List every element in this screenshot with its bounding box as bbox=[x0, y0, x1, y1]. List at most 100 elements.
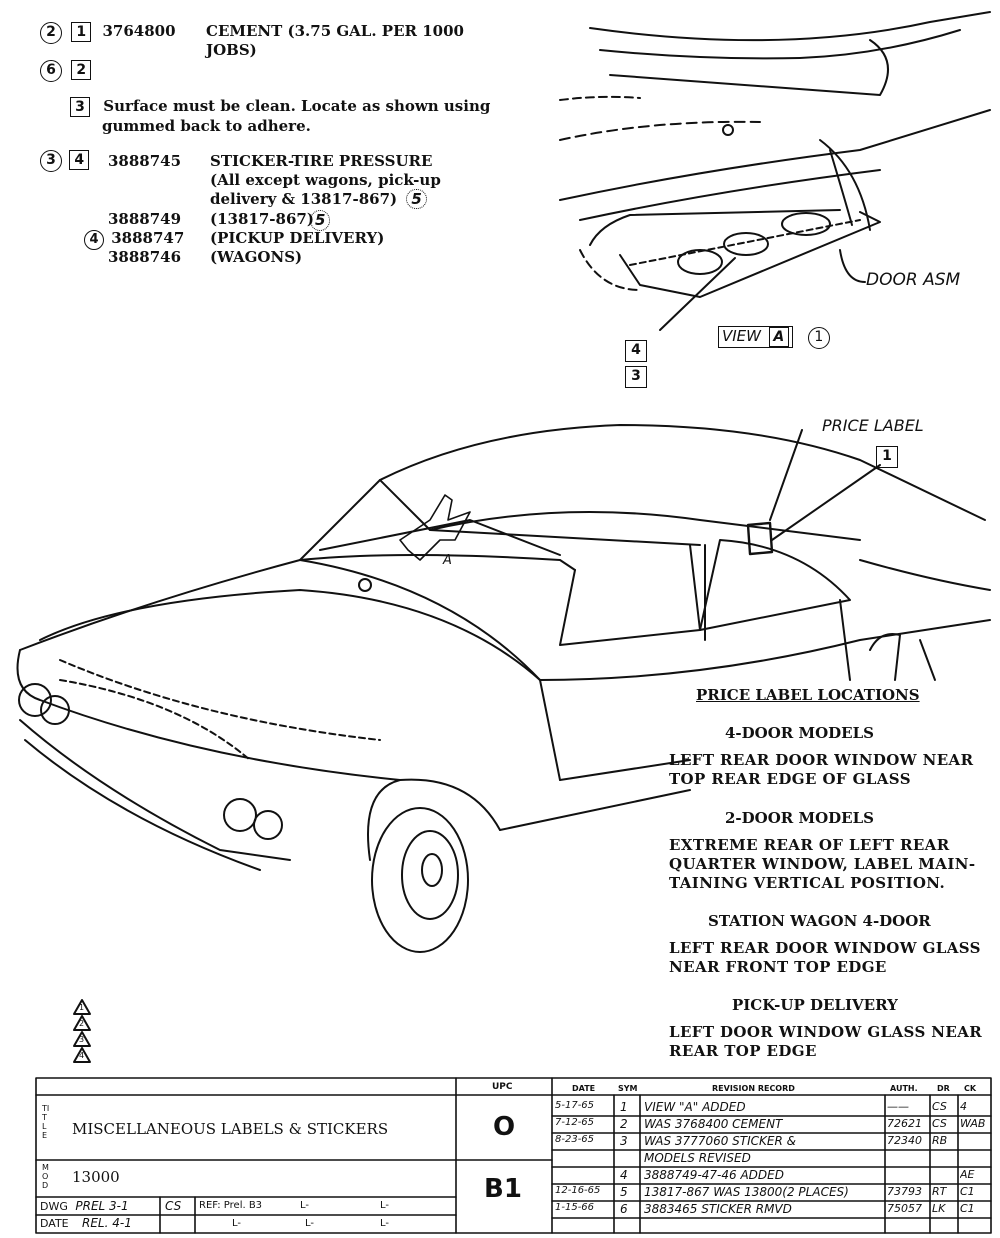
revision-sym-cell: 1 bbox=[620, 1100, 628, 1114]
pickup-line-2: REAR TOP EDGE bbox=[669, 1042, 817, 1060]
revision-dr-cell: CS bbox=[932, 1117, 947, 1130]
four-door-line-1: LEFT REAR DOOR WINDOW NEAR bbox=[669, 751, 974, 769]
part-row-4: 3 4 3888745 STICKER-TIRE PRESSURE (All e… bbox=[40, 150, 510, 210]
four-door-heading: 4-DOOR MODELS bbox=[725, 724, 874, 742]
part-row-2: 6 2 bbox=[40, 60, 92, 82]
view-a-drawing bbox=[559, 11, 991, 331]
revision-text-cell: 13817-867 WAS 13800(2 PLACES) bbox=[644, 1185, 849, 1199]
revision-text-cell: 3883465 STICKER RMVD bbox=[644, 1202, 792, 1216]
two-door-text: EXTREME REAR OF LEFT REAR QUARTER WINDOW… bbox=[669, 836, 994, 893]
revision-header: REVISION RECORD bbox=[712, 1084, 795, 1093]
revision-text-cell: MODELS REVISED bbox=[644, 1151, 751, 1165]
wagon-line-2: NEAR FRONT TOP EDGE bbox=[669, 958, 887, 976]
l-mark: L- bbox=[380, 1218, 390, 1229]
view-word: VIEW bbox=[722, 327, 761, 345]
revision-ck-cell: C1 bbox=[960, 1185, 975, 1198]
delta-4: 4 bbox=[79, 1051, 85, 1060]
description-text: delivery & 13817-867) bbox=[210, 190, 398, 208]
revision-mark: 5 bbox=[310, 210, 331, 231]
wagon-heading: STATION WAGON 4-DOOR bbox=[708, 912, 931, 930]
revision-dr-cell: RT bbox=[932, 1185, 947, 1198]
revision-ck-cell: AE bbox=[960, 1168, 975, 1181]
locations-heading: PRICE LABEL LOCATIONS bbox=[696, 686, 920, 704]
callout-circle: 6 bbox=[40, 60, 62, 82]
wagon-line-1: LEFT REAR DOOR WINDOW GLASS bbox=[669, 939, 981, 957]
revision-auth-cell: —— bbox=[887, 1100, 909, 1113]
revision-dr-cell: CS bbox=[932, 1100, 947, 1113]
view-callout: 1 bbox=[807, 327, 830, 349]
two-door-heading: 2-DOOR MODELS bbox=[725, 809, 874, 827]
four-door-line-2: TOP REAR EDGE OF GLASS bbox=[669, 770, 911, 788]
date-header: DATE bbox=[572, 1084, 596, 1093]
part-description: (WAGONS) bbox=[210, 248, 303, 266]
part-description: (PICKUP DELIVERY) bbox=[210, 229, 385, 247]
revision-mark: 5 bbox=[406, 189, 427, 209]
callout-circle: 2 bbox=[40, 22, 62, 44]
l-mark: L- bbox=[305, 1218, 315, 1229]
part-number: 3888747 bbox=[111, 229, 185, 247]
revision-date-cell: 8-23-65 bbox=[555, 1134, 595, 1145]
revision-text-cell: WAS 3768400 CEMENT bbox=[644, 1117, 783, 1131]
part-number: 3888749 bbox=[108, 210, 182, 228]
revision-sym-cell: 4 bbox=[620, 1168, 628, 1182]
revision-sym-cell: 3 bbox=[620, 1134, 628, 1148]
two-door-line-3: TAINING VERTICAL POSITION. bbox=[669, 874, 946, 892]
dwg-row: DWG PREL 3-1 bbox=[40, 1199, 129, 1213]
two-door-line-1: EXTREME REAR OF LEFT REAR bbox=[669, 836, 950, 854]
revision-ck-cell: C1 bbox=[960, 1202, 975, 1215]
part-number: 3888746 bbox=[108, 248, 182, 266]
four-door-text: LEFT REAR DOOR WINDOW NEAR TOP REAR EDGE… bbox=[669, 751, 989, 789]
view-box-3: 3 bbox=[625, 366, 647, 388]
note-line-cont: gummed back to adhere. bbox=[102, 117, 311, 135]
view-a-label: VIEW A 1 bbox=[718, 326, 830, 349]
revision-date-cell: 12-16-65 bbox=[555, 1185, 601, 1196]
l-mark: L- bbox=[300, 1200, 310, 1211]
revision-deltas bbox=[73, 999, 91, 1063]
title-side-label: TITLE bbox=[42, 1104, 50, 1140]
dwg-label: DWG bbox=[40, 1200, 68, 1213]
revision-text-cell: WAS 3777060 STICKER & bbox=[644, 1134, 796, 1148]
revision-sym-cell: 5 bbox=[620, 1185, 628, 1199]
l-mark: L- bbox=[232, 1218, 242, 1229]
part-description-cont: (All except wagons, pick-up bbox=[210, 171, 441, 189]
delta-1: 1 bbox=[79, 1003, 85, 1012]
revision-date-cell: 5-17-65 bbox=[555, 1100, 595, 1111]
part-row-3: 3 Surface must be clean. Locate as shown… bbox=[70, 97, 510, 136]
part-number: 3888745 bbox=[108, 152, 182, 170]
revision-auth-cell: 72340 bbox=[887, 1134, 922, 1147]
dwg-cs: CS bbox=[165, 1199, 182, 1213]
note-line: Surface must be clean. Locate as shown u… bbox=[103, 97, 491, 115]
part-description-cont: JOBS) bbox=[206, 41, 257, 59]
part-description-cont: delivery & 13817-867) 5 bbox=[210, 189, 427, 209]
ck-header: CK bbox=[964, 1084, 977, 1093]
item-box: 4 bbox=[69, 150, 90, 170]
arrow-a-label: A bbox=[443, 553, 452, 568]
part-row-6: 4 3888747 (PICKUP DELIVERY) bbox=[84, 229, 504, 250]
view-text: VIEW A bbox=[718, 326, 793, 348]
price-label-callout: PRICE LABEL bbox=[822, 416, 924, 435]
revision-sym-cell: 2 bbox=[620, 1117, 628, 1131]
l-mark: L- bbox=[380, 1200, 390, 1211]
car-drawing bbox=[16, 424, 991, 953]
view-box-4: 4 bbox=[625, 340, 647, 362]
revision-auth-cell: 73793 bbox=[887, 1185, 922, 1198]
revision-text-cell: 3888749-47-46 ADDED bbox=[644, 1168, 784, 1182]
door-asm-label: DOOR ASM bbox=[866, 270, 961, 290]
group-value: B1 bbox=[484, 1174, 522, 1204]
dr-header: DR bbox=[937, 1084, 950, 1093]
delta-3: 3 bbox=[79, 1035, 85, 1044]
revision-date-cell: 1-15-66 bbox=[555, 1202, 595, 1213]
upc-value: O bbox=[493, 1112, 516, 1142]
rel-value: REL. 4-1 bbox=[82, 1216, 132, 1230]
revision-ck-cell: WAB bbox=[960, 1117, 986, 1130]
auth-header: AUTH. bbox=[890, 1084, 918, 1093]
item-box: 1 bbox=[71, 22, 92, 42]
revision-auth-cell: 72621 bbox=[887, 1117, 922, 1130]
callout-circle: 3 bbox=[40, 150, 62, 172]
drawing-title: MISCELLANEOUS LABELS & STICKERS bbox=[72, 1120, 389, 1138]
ref-value: REF: Prel. B3 bbox=[199, 1200, 263, 1211]
revision-text-cell: VIEW "A" ADDED bbox=[644, 1100, 746, 1114]
part-description: CEMENT (3.75 GAL. PER 1000 bbox=[206, 22, 464, 40]
part-description: (13817-867) bbox=[210, 210, 314, 228]
